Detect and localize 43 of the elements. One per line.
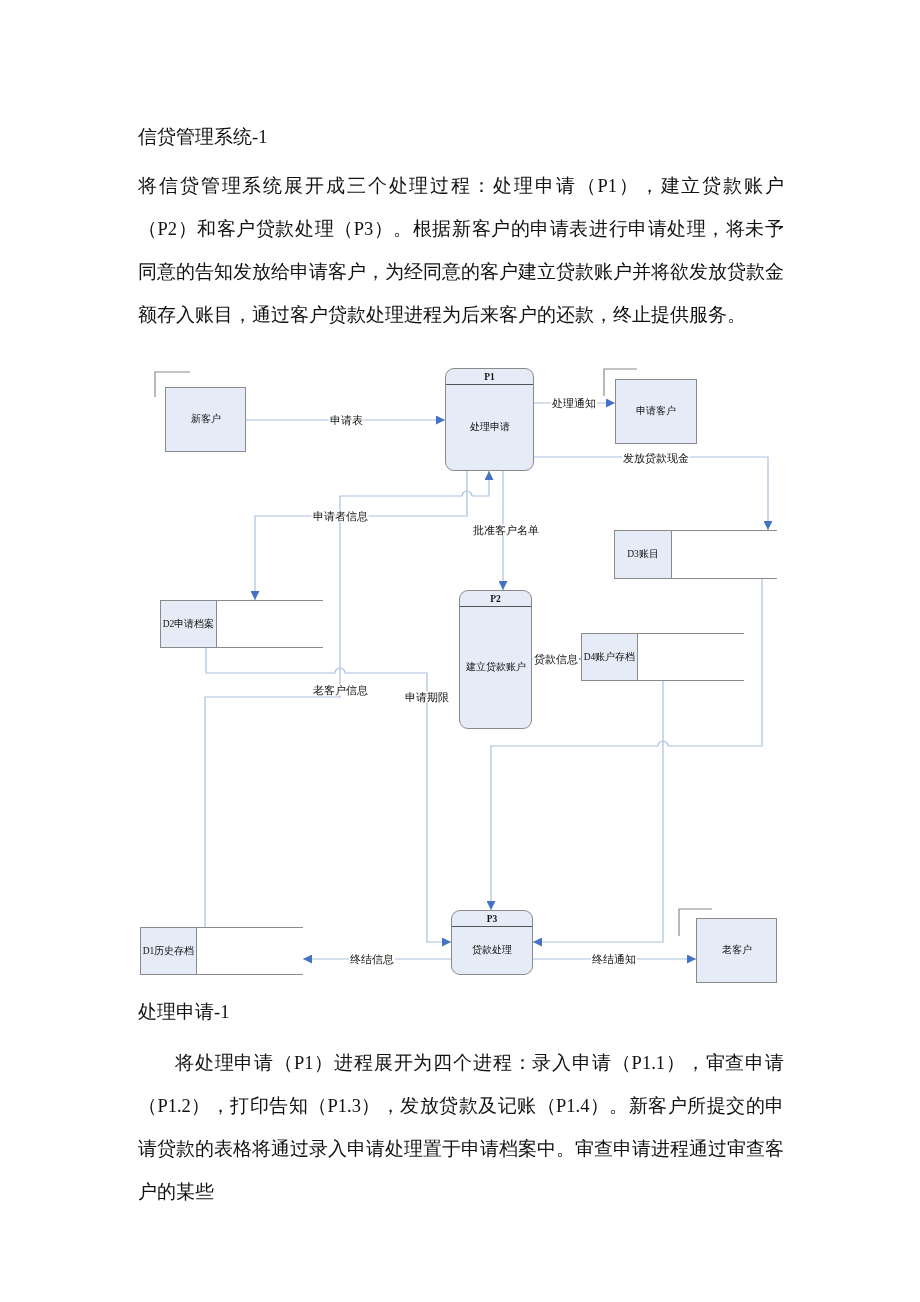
process-name: 处理申请	[469, 421, 510, 434]
process-id: P3	[486, 913, 498, 924]
process-box	[451, 910, 533, 975]
edge-label: 申请期限	[404, 691, 450, 703]
store-label: D2申请档案	[160, 601, 217, 647]
arrow	[532, 680, 664, 947]
process-box	[459, 590, 532, 729]
arrow	[498, 470, 508, 591]
entity-name: 申请客户	[636, 405, 676, 418]
data-store	[581, 633, 744, 681]
edge-label: 终结信息	[349, 953, 395, 965]
edge-label: 老客户信息	[311, 684, 369, 696]
edge-label: 贷款信息	[533, 653, 579, 665]
store-label: D1历史存档	[140, 928, 197, 974]
process-box	[445, 368, 534, 471]
edge-label: 申请者信息	[311, 510, 369, 522]
arrow	[205, 647, 452, 947]
edge-label: 发放贷款现金	[622, 452, 690, 464]
entity-box	[615, 379, 697, 444]
process-name: 贷款处理	[472, 944, 512, 957]
process-id: P1	[484, 371, 495, 382]
data-store	[160, 600, 323, 648]
process-name: 建立贷款账户	[465, 661, 526, 674]
edge-label: 申请表	[328, 414, 364, 426]
process-id: P2	[490, 593, 501, 604]
arrow	[204, 470, 494, 928]
arrow	[245, 415, 446, 425]
entity-box	[696, 918, 777, 983]
heading: 处理申请-1	[138, 1001, 231, 1024]
paragraph: 将处理申请（P1）进程展开为四个进程：录入申请（P1.1），审查申请（P1.2），打印告知（P1.3），发放贷款及记账（P1.4）。新客户所提交的申请贷款的表格将通过录入申请处理置于申请档案中。审查申请进程通过审查客户的某些	[138, 1052, 784, 1204]
data-store	[614, 530, 777, 579]
entity-name: 新客户	[190, 413, 221, 426]
paragraph: 将信贷管理系统展开成三个处理过程：处理申请（P1），建立贷款账户（P2）和客户贷款处理（P3）。根据新客户的申请表进行申请处理，将未予同意的告知发放给申请客户，为经同意的客户建立贷款账户并将欲发放贷款金额存入账目，通过客户贷款处理进程为后来客户的还款，终止提供服务。	[138, 175, 784, 327]
heading: 信贷管理系统-1	[138, 126, 269, 149]
arrow	[486, 578, 763, 911]
store-label: D3账目	[614, 531, 672, 578]
store-label: D4账户存档	[581, 634, 638, 680]
entity-name: 老客户	[721, 944, 752, 957]
edge-label: 批准客户名单	[472, 524, 540, 536]
entity-box	[165, 387, 246, 452]
data-store	[140, 927, 303, 975]
edge-label: 终结通知	[591, 953, 637, 965]
edge-label: 处理通知	[551, 397, 597, 409]
